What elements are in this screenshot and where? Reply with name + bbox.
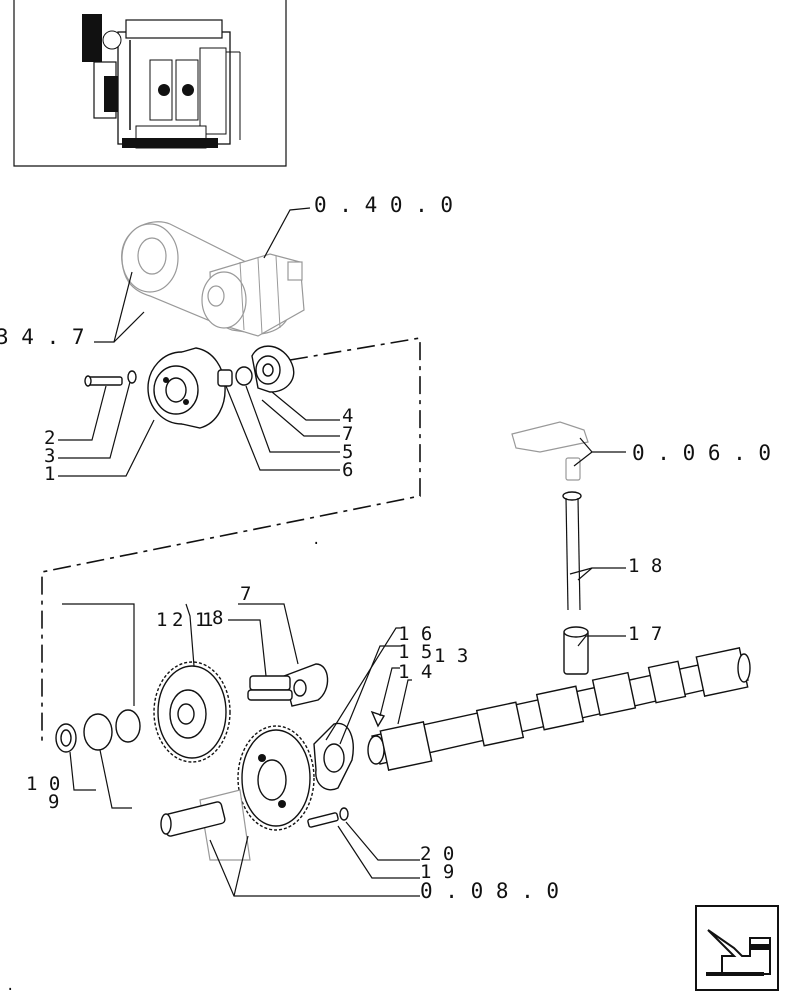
bolt-part bbox=[84, 375, 123, 387]
hub-part bbox=[251, 345, 295, 393]
leader-lines bbox=[58, 207, 626, 897]
footer-mark: . bbox=[6, 978, 14, 994]
push-rod-part bbox=[562, 491, 582, 611]
callout-1-bolt: 1 bbox=[202, 609, 213, 631]
alternator-assembly bbox=[121, 221, 305, 337]
callout-5: 5 bbox=[342, 441, 353, 463]
callout-1: 1 bbox=[44, 463, 55, 485]
callout-19: 1 9 bbox=[420, 861, 454, 883]
callout-9: 9 bbox=[48, 791, 59, 813]
assembly-boundary-line bbox=[41, 337, 421, 744]
callout-4: 4 bbox=[342, 405, 353, 427]
thrust-plate-part bbox=[247, 663, 329, 707]
washer-part-lower bbox=[339, 807, 349, 821]
camshaft-gear-upper bbox=[153, 661, 231, 763]
callout-21: 2 1 bbox=[172, 609, 206, 631]
callout-2: 2 bbox=[44, 427, 55, 449]
callout-6: 6 bbox=[342, 459, 353, 481]
callout-3: 3 bbox=[44, 445, 55, 467]
rocker-arm-part bbox=[511, 421, 589, 481]
crank-reference-label: 0 . 0 8 . 0 bbox=[420, 879, 559, 903]
callout-14: 1 4 bbox=[398, 661, 432, 683]
callout-13: 1 3 bbox=[434, 645, 468, 667]
callout-10: 1 0 bbox=[26, 773, 60, 795]
bolt-part-lower bbox=[307, 812, 339, 828]
centre-mark: . bbox=[312, 532, 320, 548]
alternator-reference-label: 0 . 4 0 . 0 bbox=[314, 193, 453, 217]
callout-8: 8 bbox=[212, 607, 223, 629]
engine-thumbnail-icon bbox=[82, 14, 241, 149]
snap-ring-part bbox=[55, 723, 77, 753]
spacer-ring-part bbox=[115, 709, 141, 743]
callout-1-gear: 1 bbox=[156, 609, 167, 631]
callout-17: 1 7 bbox=[628, 623, 662, 645]
callout-7-thrust: 7 bbox=[240, 583, 251, 605]
callout-15: 1 5 bbox=[398, 641, 432, 663]
callout-18: 1 8 bbox=[628, 555, 662, 577]
pulley-part bbox=[147, 347, 226, 429]
rocker-reference-label: 0 . 0 6 . 0 bbox=[632, 441, 771, 465]
ring-part bbox=[83, 713, 113, 751]
previous-page-arrow-icon bbox=[706, 929, 771, 976]
washer-part bbox=[127, 370, 137, 384]
spacer-part bbox=[217, 366, 253, 387]
gasket-part bbox=[313, 722, 354, 791]
tappet-part bbox=[563, 626, 589, 675]
part-callouts: 2 3 1 4 7 5 6 1 8 1 7 7 8 1 2 1 1 1 6 1 … bbox=[26, 405, 662, 883]
callout-20: 2 0 bbox=[420, 843, 454, 865]
camshaft-part bbox=[367, 647, 751, 771]
belt-reference-label: 3 4 . 7 bbox=[0, 325, 85, 349]
engine-overview-thumbnail bbox=[13, 0, 287, 167]
callout-16: 1 6 bbox=[398, 623, 432, 645]
crankshaft-gear-lower bbox=[160, 725, 315, 861]
previous-page-button[interactable] bbox=[695, 905, 779, 991]
callout-7: 7 bbox=[342, 423, 353, 445]
